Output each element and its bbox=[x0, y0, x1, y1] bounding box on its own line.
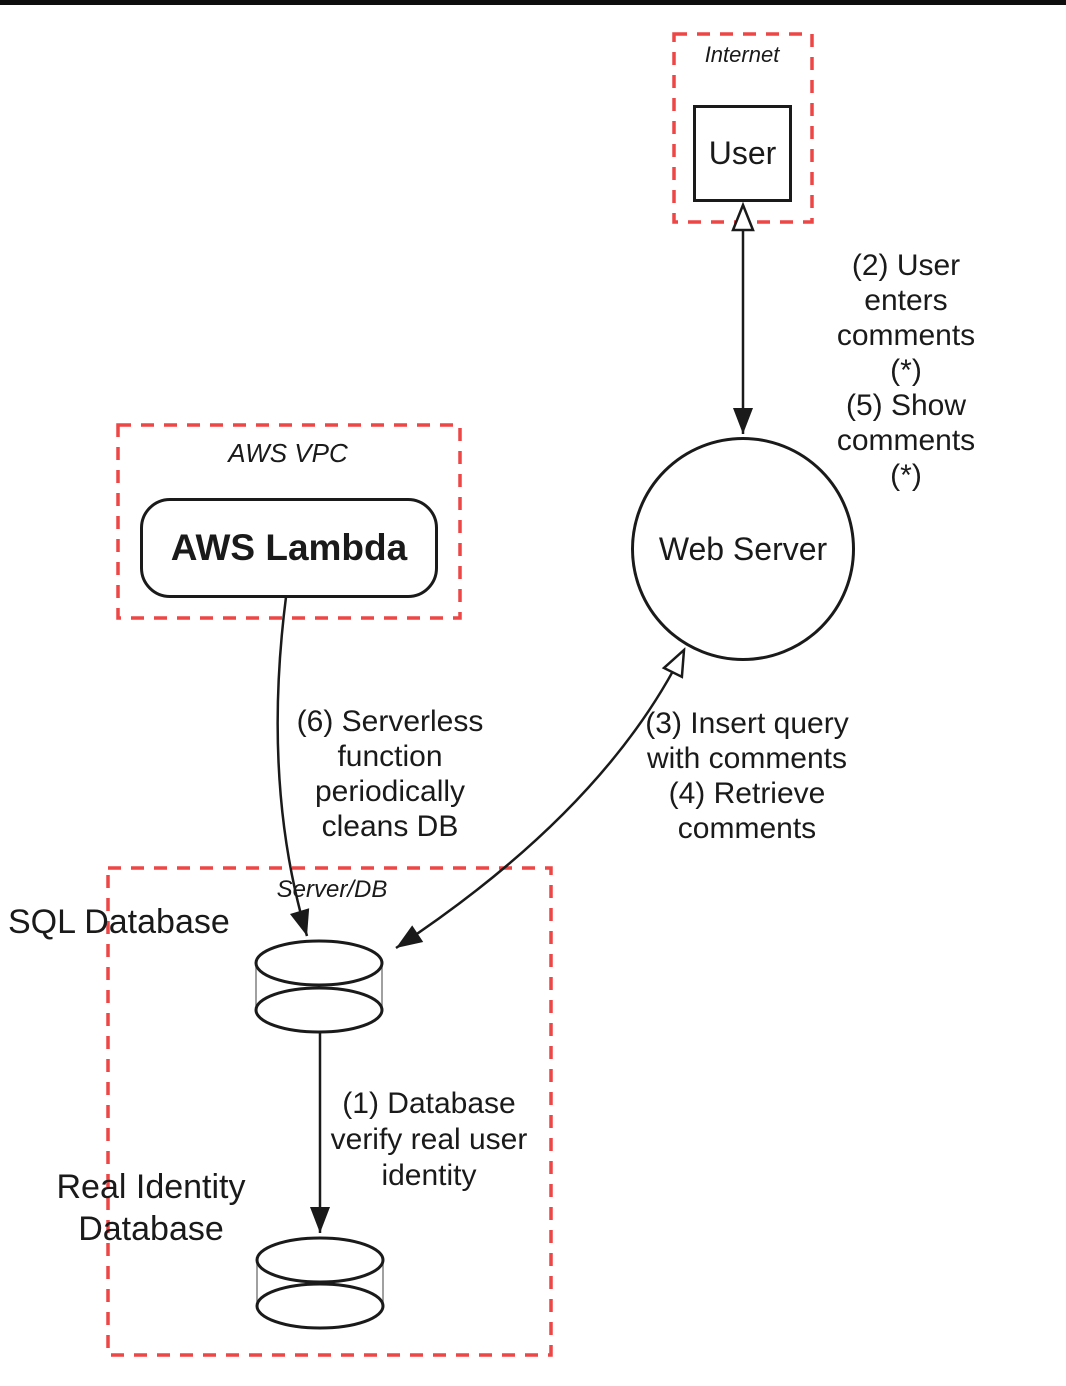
web-server-label: Web Server bbox=[658, 530, 828, 567]
edge-label-user-comments: (2) User enters comments (*) (5) Show co… bbox=[836, 249, 976, 492]
sql-database-label: SQL Database bbox=[8, 903, 230, 941]
server-db-group-frame bbox=[106, 866, 553, 1357]
edge-label-db-verify: (1) Database verify real user identity bbox=[330, 1087, 528, 1192]
cylinder-bottom-ellipse bbox=[254, 986, 384, 1034]
user-label: User bbox=[708, 135, 777, 171]
top-bar bbox=[0, 0, 1066, 5]
real-identity-database-cylinder bbox=[255, 1236, 385, 1330]
server-db-group-label: Server/DB bbox=[276, 876, 388, 903]
internet-group-label: Internet bbox=[704, 42, 780, 67]
aws-vpc-group-label: AWS VPC bbox=[228, 438, 348, 468]
edge-label-serverless-clean: (6) Serverless function periodically cle… bbox=[296, 705, 484, 843]
edge-webserver-database bbox=[395, 650, 684, 950]
cylinder-top-ellipse bbox=[254, 939, 384, 987]
node-web-server: Web Server bbox=[631, 437, 855, 661]
aws-vpc-group-frame bbox=[116, 423, 462, 620]
node-aws-lambda: AWS Lambda bbox=[140, 498, 438, 598]
cylinder-bottom-ellipse bbox=[255, 1282, 385, 1330]
real-identity-database-label: Real Identity Database bbox=[56, 1168, 246, 1248]
cylinder-top-ellipse bbox=[255, 1236, 385, 1284]
node-user: User bbox=[693, 105, 792, 202]
sql-database-cylinder bbox=[254, 939, 384, 1034]
edge-lambda-database bbox=[276, 596, 310, 937]
edge-label-insert-retrieve: (3) Insert query with comments (4) Retri… bbox=[645, 707, 849, 845]
aws-lambda-label: AWS Lambda bbox=[170, 527, 408, 568]
